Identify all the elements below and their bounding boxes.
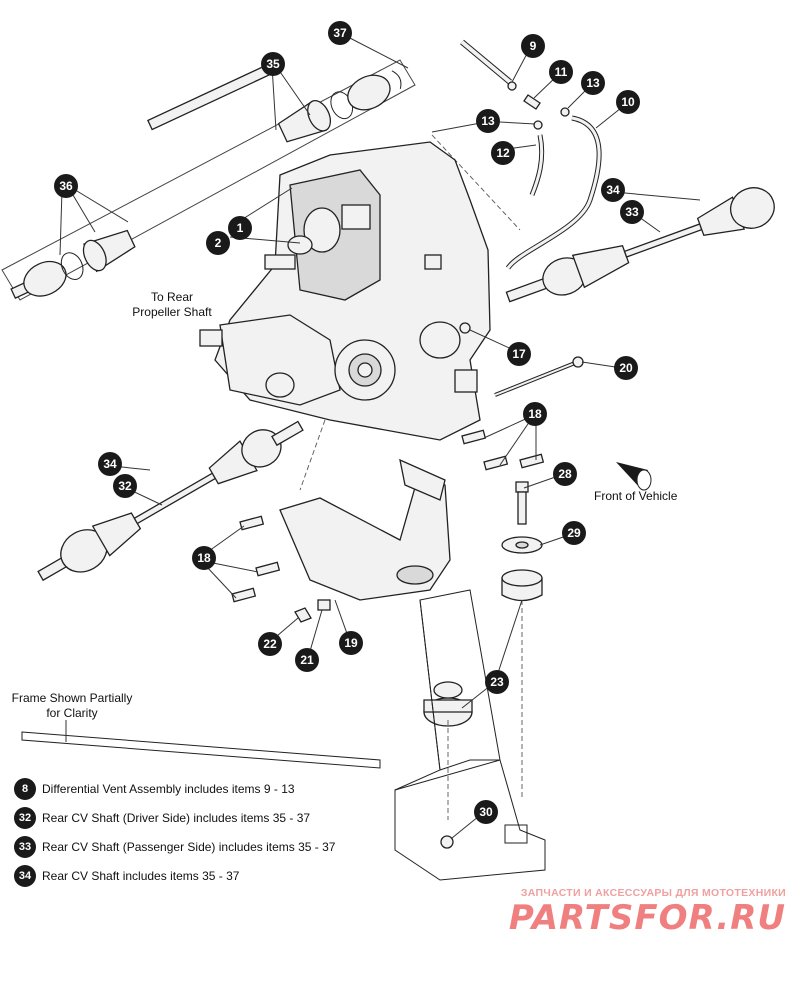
- mount-bracket: [279, 458, 451, 623]
- callout-36: 36: [54, 174, 78, 198]
- callout-1: 1: [228, 216, 252, 240]
- callout-34-left: 34: [98, 452, 122, 476]
- callout-13-upper: 13: [581, 71, 605, 95]
- svg-text:20: 20: [619, 361, 633, 375]
- svg-text:18: 18: [528, 407, 542, 421]
- parts-legend: 8 Differential Vent Assembly includes it…: [14, 775, 434, 891]
- bolts-18: [231, 429, 545, 603]
- callout-13-lower: 13: [476, 109, 500, 133]
- callout-37: 37: [328, 21, 352, 45]
- svg-text:18: 18: [197, 551, 211, 565]
- svg-text:34: 34: [606, 183, 620, 197]
- front-direction-arrow: [616, 462, 652, 491]
- svg-text:1: 1: [237, 221, 244, 235]
- svg-text:22: 22: [263, 637, 277, 651]
- callout-20: 20: [614, 356, 638, 380]
- callout-12: 12: [491, 141, 515, 165]
- legend-row: 33 Rear CV Shaft (Passenger Side) includ…: [14, 833, 434, 861]
- callout-28: 28: [553, 462, 577, 486]
- watermark: ЗАПЧАСТИ И АКСЕССУАРЫ ДЛЯ МОТОТЕХНИКИ PA…: [486, 887, 786, 937]
- legend-text: Rear CV Shaft (Passenger Side) includes …: [42, 840, 336, 854]
- callout-21: 21: [295, 648, 319, 672]
- svg-text:13: 13: [586, 76, 600, 90]
- svg-text:17: 17: [512, 347, 526, 361]
- callout-32: 32: [113, 474, 137, 498]
- svg-text:36: 36: [59, 179, 73, 193]
- legend-number: 32: [14, 807, 36, 829]
- watermark-brand: PARTSFOR.RU: [508, 898, 786, 938]
- legend-number: 34: [14, 865, 36, 887]
- callout-18-right: 18: [523, 402, 547, 426]
- svg-text:28: 28: [558, 467, 572, 481]
- callout-2: 2: [206, 231, 230, 255]
- svg-text:11: 11: [555, 65, 568, 79]
- svg-text:2: 2: [215, 236, 222, 250]
- callout-34-right: 34: [601, 178, 625, 202]
- svg-text:29: 29: [567, 526, 581, 540]
- vehicle-frame: [21, 419, 546, 881]
- svg-text:34: 34: [103, 457, 117, 471]
- legend-row: 32 Rear CV Shaft (Driver Side) includes …: [14, 804, 434, 832]
- svg-text:12: 12: [496, 146, 510, 160]
- svg-text:13: 13: [481, 114, 495, 128]
- svg-text:33: 33: [625, 205, 639, 219]
- svg-text:21: 21: [300, 653, 314, 667]
- frame-note-line2: for Clarity: [46, 706, 97, 720]
- to-rear-label-line1: To Rear: [151, 290, 193, 304]
- rear-cv-shaft-passenger: [505, 187, 775, 303]
- callout-29: 29: [562, 521, 586, 545]
- rear-cv-shaft-driver: [37, 420, 304, 582]
- svg-text:37: 37: [333, 26, 347, 40]
- svg-text:30: 30: [479, 805, 493, 819]
- callout-23: 23: [485, 670, 509, 694]
- to-rear-label-line2: Propeller Shaft: [132, 305, 212, 319]
- callout-22: 22: [258, 632, 282, 656]
- callout-10: 10: [616, 90, 640, 114]
- vent-hose-assembly: [431, 39, 602, 270]
- svg-text:19: 19: [344, 636, 358, 650]
- legend-row: 34 Rear CV Shaft includes items 35 - 37: [14, 862, 434, 890]
- callout-19: 19: [339, 631, 363, 655]
- legend-text: Differential Vent Assembly includes item…: [42, 782, 295, 796]
- callout-18-left: 18: [192, 546, 216, 570]
- transaxle-housing: [199, 141, 491, 441]
- svg-text:23: 23: [490, 675, 504, 689]
- mount-hardware: [423, 481, 543, 727]
- legend-number: 8: [14, 778, 36, 800]
- callout-11: 11: [549, 60, 573, 84]
- callout-33: 33: [620, 200, 644, 224]
- bolt-20: [494, 356, 584, 397]
- legend-row: 8 Differential Vent Assembly includes it…: [14, 775, 434, 803]
- legend-text: Rear CV Shaft includes items 35 - 37: [42, 869, 240, 883]
- svg-text:10: 10: [621, 95, 635, 109]
- svg-text:9: 9: [530, 39, 537, 53]
- frame-note-line1: Frame Shown Partially: [12, 691, 133, 705]
- callout-17: 17: [507, 342, 531, 366]
- callout-35: 35: [261, 52, 285, 76]
- callout-30: 30: [474, 800, 498, 824]
- callout-9: 9: [521, 34, 545, 58]
- svg-text:32: 32: [118, 479, 132, 493]
- svg-text:35: 35: [266, 57, 280, 71]
- legend-number: 33: [14, 836, 36, 858]
- exploded-cv-shaft: [1, 59, 416, 301]
- watermark-tagline: ЗАПЧАСТИ И АКСЕССУАРЫ ДЛЯ МОТОТЕХНИКИ: [520, 887, 786, 899]
- legend-text: Rear CV Shaft (Driver Side) includes ite…: [42, 811, 311, 825]
- front-of-vehicle-label: Front of Vehicle: [594, 489, 678, 503]
